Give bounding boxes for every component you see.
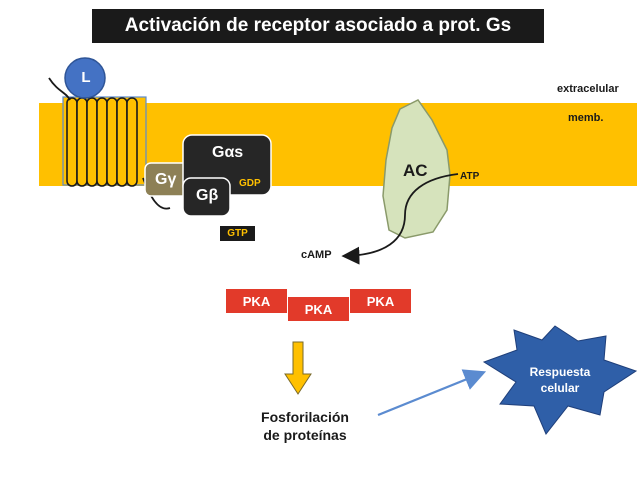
membrane-label: memb.	[568, 112, 604, 124]
adenylate-cyclase-label: AC	[403, 161, 428, 180]
g-alpha-label: Gαs	[212, 144, 244, 161]
phosphorylation-label: Fosforilación de proteínas	[240, 408, 370, 444]
receptor-helices	[66, 97, 138, 187]
pka-box-left: PKA	[226, 289, 287, 313]
phosphorylation-label-line2: de proteínas	[263, 427, 347, 443]
phosphorylation-down-arrow	[284, 341, 312, 395]
gtp-box: GTP	[220, 226, 255, 241]
extracellular-label: extracelular	[557, 83, 619, 95]
response-star	[482, 325, 638, 435]
adenylate-cyclase-shape	[382, 99, 451, 239]
atp-to-camp-arrow	[341, 173, 459, 265]
ligand-circle	[64, 57, 106, 99]
response-label-line2: celular	[540, 381, 580, 395]
g-beta-subunit	[182, 177, 231, 217]
g-gamma-label: Gγ	[155, 171, 177, 188]
atp-label: ATP	[460, 171, 480, 182]
diagram-title: Activación de receptor asociado a prot. …	[92, 9, 544, 43]
g-beta-label: Gβ	[196, 187, 219, 204]
gdp-label: GDP	[239, 178, 261, 189]
response-label-line1: Respuesta	[529, 365, 591, 379]
response-label: Respuesta celular	[515, 364, 605, 396]
response-arrow	[377, 369, 487, 417]
pka-box-right: PKA	[350, 289, 411, 313]
pka-box-center: PKA	[288, 297, 349, 321]
receptor-n-terminus	[48, 77, 71, 101]
phosphorylation-label-line1: Fosforilación	[261, 409, 349, 425]
camp-label: cAMP	[301, 249, 332, 261]
ligand-label: L	[81, 69, 91, 86]
